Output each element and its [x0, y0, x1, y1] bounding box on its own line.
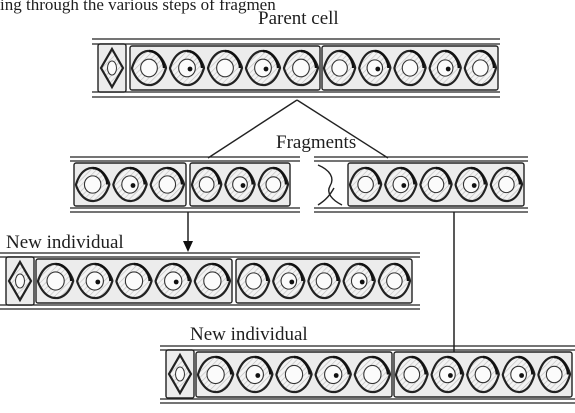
new-individual-1-cell-2	[236, 259, 412, 303]
new-individual-label-1: New individual	[6, 232, 124, 253]
new-individual-filament-1	[0, 253, 420, 309]
new-individual-1-end-cell	[6, 257, 34, 305]
new-individual-1-cell-1	[36, 259, 232, 303]
parent-cell-label: Parent cell	[258, 8, 339, 29]
fragment-left-cell-1	[74, 163, 186, 206]
fragment-left-cell-2	[190, 163, 290, 206]
fragment-right-cell-1	[348, 163, 524, 206]
parent-filament	[92, 39, 500, 97]
fragments-label: Fragments	[276, 132, 356, 153]
new-individual-label-2: New individual	[190, 324, 308, 345]
parent-end-cell	[98, 44, 126, 92]
parent-cell-1	[130, 46, 320, 90]
new-individual-2-cell-1	[196, 352, 392, 397]
arrow-to-new-individual-1	[183, 212, 193, 252]
new-individual-2-cell-2	[394, 352, 572, 397]
fragment-right	[314, 157, 528, 212]
fragment-left	[70, 157, 300, 212]
parent-cell-2	[322, 46, 498, 90]
new-individual-filament-2	[160, 346, 575, 403]
new-individual-2-end-cell	[166, 350, 194, 398]
top-caption-fragment: ing through the various steps of fragmen	[0, 0, 276, 14]
